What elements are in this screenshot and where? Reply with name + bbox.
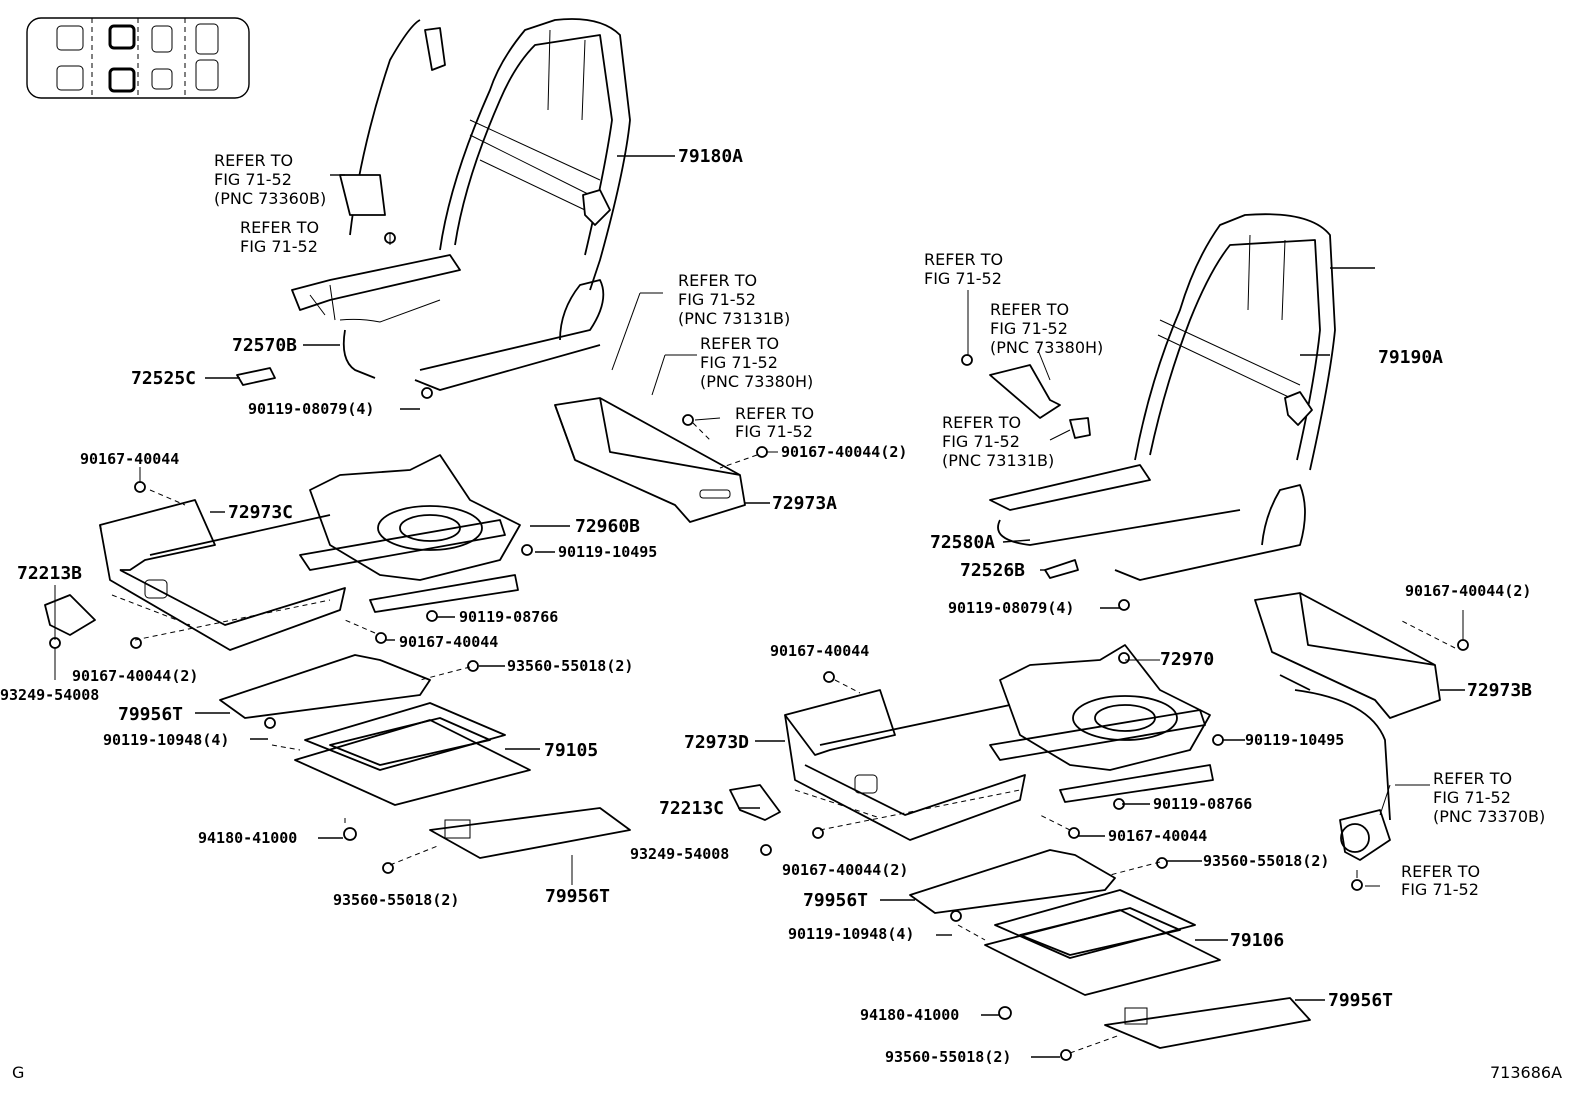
part-label-94180-41000: 94180-41000: [860, 1006, 959, 1024]
refer-note-line: REFER TO: [1433, 769, 1512, 788]
refer-note-line: FIG 71-52: [678, 290, 756, 309]
left-seatback-frame: [236, 18, 631, 391]
refer-note-5: REFER TO FIG 71-52: [735, 404, 814, 441]
right-seat-slide-frame: [909, 849, 1311, 1049]
part-label-72960b: 72960B: [575, 516, 640, 537]
refer-note-line: REFER TO: [1401, 862, 1480, 881]
part-label-90119-08766: 90119-08766: [1153, 795, 1252, 813]
part-label-72973b: 72973B: [1467, 680, 1532, 701]
refer-note-line: FIG 71-52: [214, 170, 292, 189]
refer-note-line: REFER TO: [214, 151, 293, 170]
part-label-90119-08079: 90119-08079(4): [948, 599, 1074, 617]
part-label-72570b: 72570B: [232, 335, 297, 356]
armrest-72973b: [1254, 592, 1441, 861]
corner-code: G: [12, 1063, 24, 1082]
refer-note-line: REFER TO: [700, 334, 779, 353]
part-label-93249-54008: 93249-54008: [0, 686, 99, 704]
part-label-90167-40044-2: 90167-40044(2): [782, 861, 908, 879]
part-label-72973a: 72973A: [772, 493, 837, 514]
refer-note-line: FIG 71-52: [735, 422, 813, 441]
part-label-93560-55018: 93560-55018(2): [885, 1048, 1011, 1066]
part-label-79956t: 79956T: [545, 886, 610, 907]
fasteners: [49, 232, 1469, 1061]
part-label-79956t: 79956T: [118, 704, 183, 725]
part-label-72973d: 72973D: [684, 732, 749, 753]
refer-note-line: (PNC 73370B): [1433, 807, 1545, 826]
part-label-90119-10948: 90119-10948(4): [103, 731, 229, 749]
part-label-72526b: 72526B: [960, 560, 1025, 581]
part-label-90167-40044: 90167-40044: [80, 450, 179, 468]
refer-note-8: REFER TO FIG 71-52 (PNC 73131B): [942, 413, 1054, 470]
part-label-93249-54008: 93249-54008: [630, 845, 729, 863]
part-label-90167-40044-2: 90167-40044(2): [781, 443, 907, 461]
refer-note-line: FIG 71-52: [990, 319, 1068, 338]
part-label-72525c: 72525C: [131, 368, 196, 389]
refer-note-line: REFER TO: [990, 300, 1069, 319]
refer-note-line: (PNC 73380H): [990, 338, 1103, 357]
refer-note-1: REFER TO FIG 71-52 (PNC 73360B): [214, 151, 326, 208]
refer-note-3: REFER TO FIG 71-52 (PNC 73131B): [678, 271, 790, 328]
refer-note-7: REFER TO FIG 71-52 (PNC 73380H): [990, 300, 1103, 357]
refer-note-line: FIG 71-52: [700, 353, 778, 372]
part-label-93560-55018: 93560-55018(2): [1203, 852, 1329, 870]
right-seat-cushion-assembly: [729, 644, 1214, 841]
part-label-72973c: 72973C: [228, 502, 293, 523]
part-label-90119-10948: 90119-10948(4): [788, 925, 914, 943]
part-label-90119-10495: 90119-10495: [1245, 731, 1344, 749]
dashed-guides: [111, 422, 1456, 1054]
refer-note-line: REFER TO: [942, 413, 1021, 432]
leader-lines: [54, 155, 1465, 1058]
part-label-72580a: 72580A: [930, 532, 995, 553]
part-label-79105: 79105: [544, 740, 598, 761]
illustration-number: 713686A: [1490, 1063, 1562, 1082]
part-label-90119-08766: 90119-08766: [459, 608, 558, 626]
refer-note-6: REFER TO FIG 71-52: [924, 250, 1003, 288]
refer-note-line: REFER TO: [240, 218, 319, 237]
part-label-72213c: 72213C: [659, 798, 724, 819]
part-label-93560-55018: 93560-55018(2): [507, 657, 633, 675]
left-seat-slide-frame: [219, 654, 631, 859]
part-label-90167-40044: 90167-40044: [1108, 827, 1207, 845]
part-label-72970: 72970: [1160, 649, 1214, 670]
part-labels: 79180A 72570B 72525C 90119-08079(4) 9016…: [0, 146, 1532, 1066]
refer-note-2: REFER TO FIG 71-52: [240, 218, 319, 256]
right-seatback-frame: [989, 213, 1336, 581]
armrest-72973a: [554, 397, 746, 523]
refer-note-line: REFER TO: [678, 271, 757, 290]
refer-note-9: REFER TO FIG 71-52 (PNC 73370B): [1433, 769, 1545, 826]
refer-note-4: REFER TO FIG 71-52 (PNC 73380H): [700, 334, 813, 391]
refer-note-line: FIG 71-52: [1401, 880, 1479, 899]
refer-note-line: (PNC 73131B): [678, 309, 790, 328]
part-label-79190a: 79190A: [1378, 347, 1443, 368]
part-label-79180a: 79180A: [678, 146, 743, 167]
seat-locator-icon: [26, 17, 250, 99]
part-label-79106: 79106: [1230, 930, 1284, 951]
refer-note-10: REFER TO FIG 71-52: [1401, 862, 1480, 899]
refer-note-line: (PNC 73380H): [700, 372, 813, 391]
part-label-72213b: 72213B: [17, 563, 82, 584]
refer-note-line: FIG 71-52: [1433, 788, 1511, 807]
part-label-90167-40044: 90167-40044: [770, 642, 869, 660]
part-label-79956t: 79956T: [1328, 990, 1393, 1011]
part-label-90119-08079: 90119-08079(4): [248, 400, 374, 418]
refer-note-line: FIG 71-52: [942, 432, 1020, 451]
part-label-90167-40044-2: 90167-40044(2): [1405, 582, 1531, 600]
refer-note-line: (PNC 73360B): [214, 189, 326, 208]
refer-note-line: REFER TO: [735, 404, 814, 423]
refer-note-line: FIG 71-52: [924, 269, 1002, 288]
left-seat-cushion-assembly: [44, 454, 521, 651]
refer-note-line: FIG 71-52: [240, 237, 318, 256]
part-label-90167-40044: 90167-40044: [399, 633, 498, 651]
part-label-79956t: 79956T: [803, 890, 868, 911]
part-label-90167-40044-2: 90167-40044(2): [72, 667, 198, 685]
refer-note-line: REFER TO: [924, 250, 1003, 269]
part-label-94180-41000: 94180-41000: [198, 829, 297, 847]
part-label-93560-55018: 93560-55018(2): [333, 891, 459, 909]
part-label-90119-10495: 90119-10495: [558, 543, 657, 561]
refer-note-line: (PNC 73131B): [942, 451, 1054, 470]
